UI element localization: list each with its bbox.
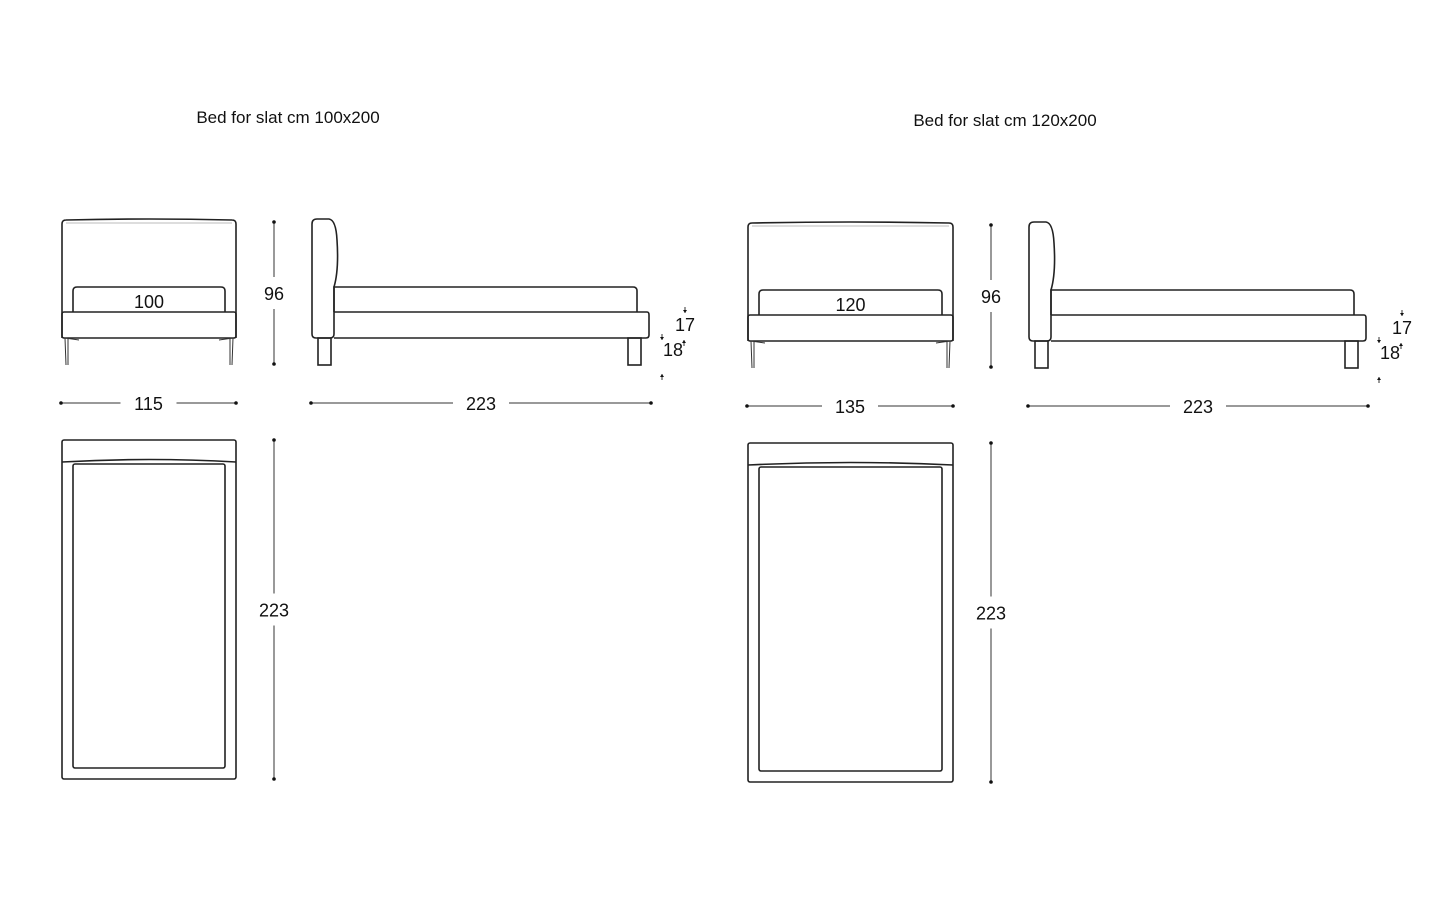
top-view <box>747 442 954 783</box>
front-width-dimension: 135 <box>835 397 865 417</box>
side-leg-front <box>1034 340 1049 369</box>
mattress-width-label: 120 <box>835 295 865 315</box>
top-headboard <box>61 458 237 463</box>
arrow-head <box>682 340 686 343</box>
arrow-head <box>1377 377 1381 380</box>
front-width-dimension: 115 <box>134 394 163 414</box>
dimension-endpoint <box>989 365 993 369</box>
headboard <box>747 221 954 341</box>
leg-left <box>750 340 766 369</box>
bed-base <box>747 314 954 342</box>
dimension-endpoint <box>309 401 313 405</box>
length-dimension: 223 <box>466 394 496 414</box>
side-view <box>1028 221 1367 369</box>
side-mattress <box>333 286 638 312</box>
dimension-endpoint <box>272 362 276 366</box>
leg-left <box>64 337 80 366</box>
top-headboard <box>747 461 954 466</box>
dimension-endpoint <box>989 780 993 784</box>
dimension-endpoint <box>234 401 238 405</box>
dimension-endpoint <box>1026 404 1030 408</box>
top-length-dimension: 223 <box>259 601 289 621</box>
bed-diagram-1: Bed for slat cm 100x200 100 96 115 223 17 18 22… <box>59 108 695 781</box>
dimension-endpoint <box>649 401 653 405</box>
top-mattress-area <box>758 466 943 772</box>
side-leg-front <box>317 337 332 366</box>
dimension-endpoint <box>272 438 276 442</box>
arrow-head <box>1377 340 1381 343</box>
side-view <box>311 218 650 366</box>
side-leg-back <box>1344 340 1359 369</box>
top-outline <box>747 442 954 783</box>
side-mattress <box>1050 289 1355 315</box>
bed-diagram-2: Bed for slat cm 120x200 120 96 135 223 17 18 22… <box>745 111 1412 784</box>
bed-base <box>61 311 237 339</box>
mattress-width-label: 100 <box>134 292 164 312</box>
height-dimension: 96 <box>264 284 284 304</box>
dimension-endpoint <box>951 404 955 408</box>
side-base <box>334 311 650 339</box>
side-headboard <box>311 218 339 339</box>
leg-right <box>218 337 234 366</box>
diagram-title: Bed for slat cm 120x200 <box>913 111 1096 130</box>
side-base <box>1051 314 1367 342</box>
dimension-endpoint <box>989 441 993 445</box>
frame-height-label: 17 <box>675 315 695 335</box>
side-leg-back <box>627 337 642 366</box>
top-mattress-area <box>72 463 226 769</box>
top-view <box>61 439 237 780</box>
leg-height-label: 18 <box>663 340 683 360</box>
diagram-title: Bed for slat cm 100x200 <box>196 108 379 127</box>
side-headboard <box>1028 221 1056 342</box>
arrow-head <box>1399 343 1403 346</box>
length-dimension: 223 <box>1183 397 1213 417</box>
headboard <box>61 218 237 338</box>
front-view: 120 <box>747 221 954 369</box>
top-outline <box>61 439 237 780</box>
mattress <box>72 286 226 312</box>
dimension-endpoint <box>989 223 993 227</box>
arrow-head <box>1400 313 1404 316</box>
dimension-endpoint <box>59 401 63 405</box>
arrow-head <box>660 337 664 340</box>
dimension-endpoint <box>1366 404 1370 408</box>
height-dimension: 96 <box>981 287 1001 307</box>
front-view: 100 <box>61 218 237 366</box>
leg-right <box>935 340 951 369</box>
dimension-endpoint <box>272 220 276 224</box>
arrow-head <box>660 374 664 377</box>
dimension-endpoint <box>745 404 749 408</box>
top-length-dimension: 223 <box>976 604 1006 624</box>
leg-height-label: 18 <box>1380 343 1400 363</box>
arrow-head <box>683 310 687 313</box>
mattress <box>758 289 943 315</box>
dimension-endpoint <box>272 777 276 781</box>
frame-height-label: 17 <box>1392 318 1412 338</box>
